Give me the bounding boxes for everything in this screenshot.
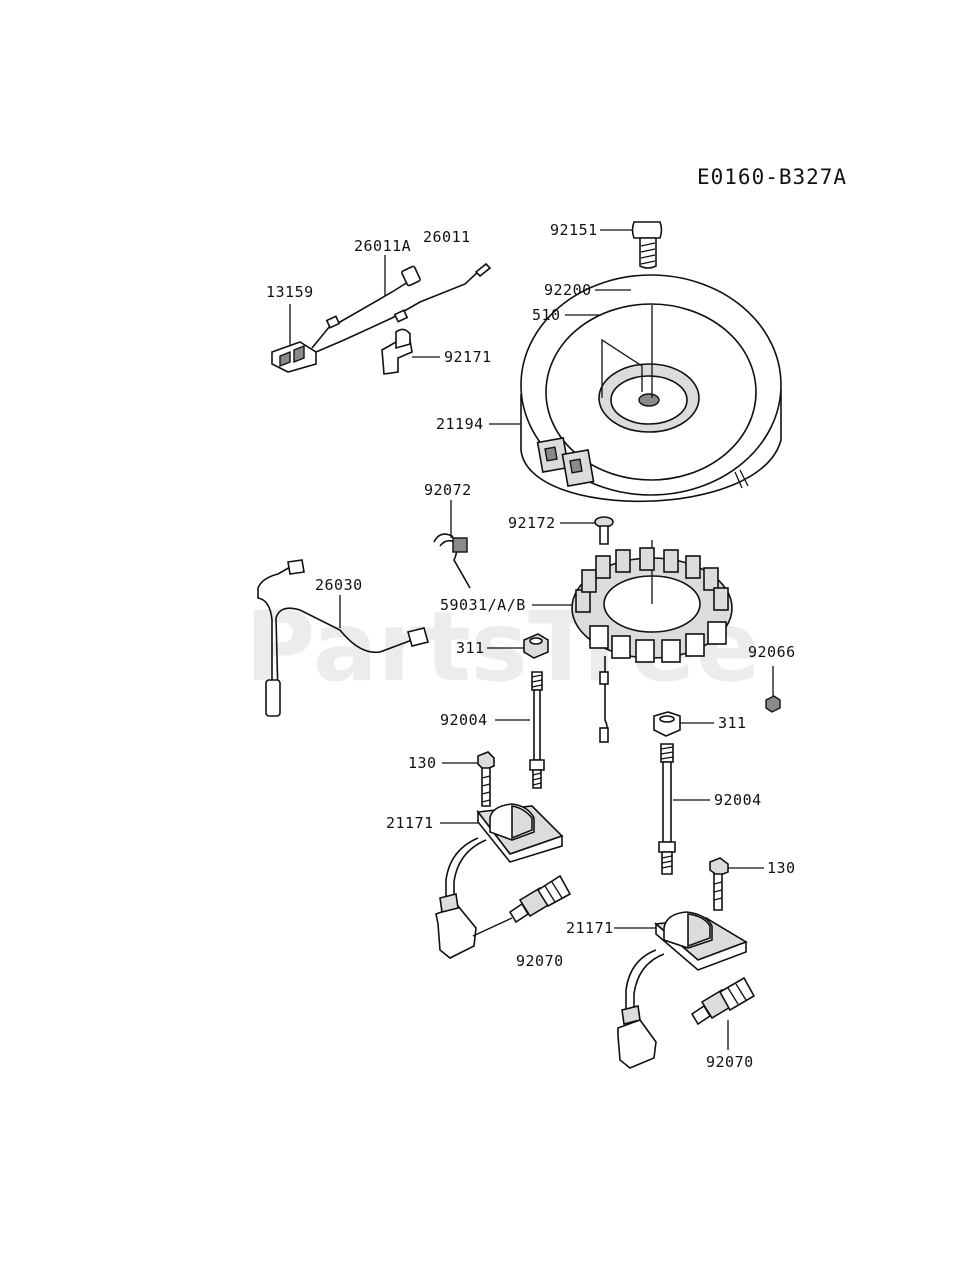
- callout-26011: 26011: [423, 228, 471, 246]
- callout-92070-left: 92070: [516, 952, 564, 970]
- callout-92070-right: 92070: [706, 1053, 754, 1071]
- leader-lines: [289, 229, 774, 1050]
- stator: [571, 540, 733, 743]
- coil-bolt-right: [709, 857, 729, 911]
- nut-small: [765, 695, 781, 713]
- coil-bolt-left: [477, 751, 495, 807]
- callout-13159: 13159: [266, 283, 314, 301]
- callout-311-right: 311: [718, 714, 747, 732]
- callout-92171: 92171: [444, 348, 492, 366]
- callout-130-left: 130: [408, 754, 437, 772]
- callout-92004-right: 92004: [714, 791, 762, 809]
- wire-harness: [271, 262, 492, 373]
- callout-92072: 92072: [424, 481, 472, 499]
- callout-510: 510: [532, 306, 561, 324]
- ignition-coil-right: [617, 911, 748, 1069]
- stator-screw: [594, 516, 614, 545]
- callout-92200: 92200: [544, 281, 592, 299]
- callout-92066: 92066: [748, 643, 796, 661]
- callout-92172: 92172: [508, 514, 556, 532]
- wire-clamp: [381, 328, 413, 375]
- callout-26030: 26030: [315, 576, 363, 594]
- diagram-code: E0160-B327A: [697, 165, 847, 189]
- cable-tie: [433, 533, 471, 589]
- callout-21171-left: 21171: [386, 814, 434, 832]
- callout-92004-left: 92004: [440, 711, 488, 729]
- ground-lead: [257, 559, 429, 717]
- callout-311-left: 311: [456, 639, 485, 657]
- flywheel: [520, 274, 782, 503]
- stud-right: [658, 743, 676, 875]
- callout-26011a: 26011A: [354, 237, 411, 255]
- stud-left: [529, 671, 545, 789]
- callout-21194: 21194: [436, 415, 484, 433]
- callout-59031: 59031/A/B: [440, 596, 526, 614]
- callout-92151: 92151: [550, 221, 598, 239]
- callout-21171-right: 21171: [566, 919, 614, 937]
- ignition-coil-left: [435, 803, 564, 959]
- flywheel-bolt: [631, 221, 663, 269]
- spark-plug-left: [508, 874, 572, 924]
- nut-right: [653, 711, 681, 737]
- spark-plug-right: [690, 976, 756, 1026]
- nut-left: [523, 633, 549, 659]
- callout-130-right: 130: [767, 859, 796, 877]
